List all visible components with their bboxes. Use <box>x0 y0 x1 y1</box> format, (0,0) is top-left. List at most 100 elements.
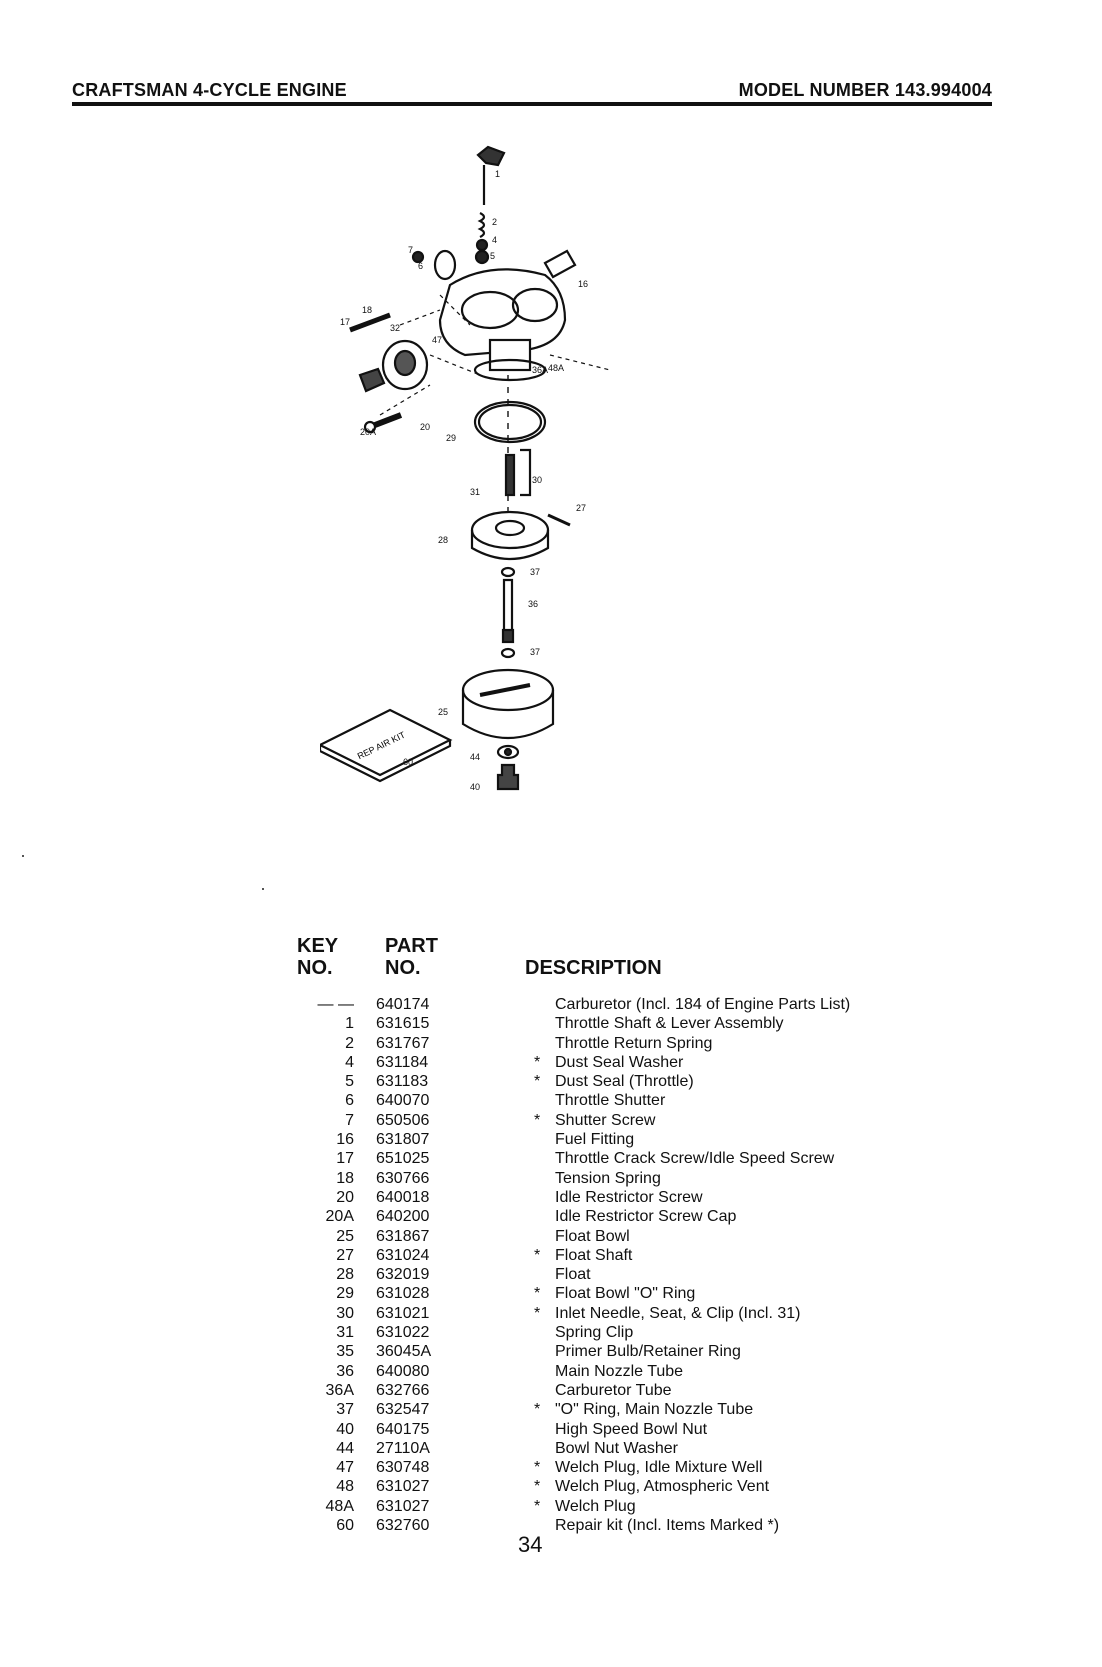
part-description: Carburetor (Incl. 184 of Engine Parts Li… <box>555 996 851 1013</box>
key-number: 16 <box>336 1131 354 1149</box>
callout-label: 7 <box>408 245 413 255</box>
part-description: Inlet Needle, Seat, & Clip (Incl. 31) <box>555 1304 801 1322</box>
header-rule <box>72 102 992 106</box>
part-number: 651025 <box>376 1150 430 1168</box>
part-description: Primer Bulb/Retainer Ring <box>555 1343 741 1361</box>
part-number: 640070 <box>376 1092 430 1110</box>
parts-row: 31 631022 Spring Clip <box>290 1323 1010 1342</box>
key-number: — — <box>317 996 354 1013</box>
key-number: 6 <box>345 1092 354 1110</box>
callout-label: 18 <box>362 305 372 315</box>
key-number: 2 <box>345 1034 354 1052</box>
part-description: "O" Ring, Main Nozzle Tube <box>555 1401 754 1419</box>
repair-kit-marker: * <box>534 1246 541 1264</box>
part-description: Float Shaft <box>555 1246 633 1264</box>
part-description: Welch Plug, Idle Mixture Well <box>555 1459 763 1477</box>
part-number: 630748 <box>376 1459 430 1477</box>
col-header-description: DESCRIPTION <box>525 957 662 979</box>
key-number: 20 <box>336 1188 354 1206</box>
part-description: Float Bowl <box>555 1227 630 1245</box>
key-number: 36 <box>336 1362 354 1380</box>
key-number: 20A <box>325 1208 354 1226</box>
callout-label: 36 <box>528 599 538 609</box>
key-number: 31 <box>336 1324 354 1342</box>
key-number: 17 <box>336 1150 354 1168</box>
callout-label: 29 <box>446 433 456 443</box>
part-number: 631024 <box>376 1246 430 1264</box>
callout-label: 47 <box>432 335 442 345</box>
parts-row: 6 640070 Throttle Shutter <box>290 1091 1010 1110</box>
key-number: 7 <box>345 1111 354 1129</box>
part-description: Welch Plug <box>555 1497 636 1515</box>
callout-label: 5 <box>490 251 495 261</box>
part-number: 631021 <box>376 1304 430 1322</box>
part-description: Idle Restrictor Screw Cap <box>555 1208 737 1226</box>
part-number: 632760 <box>376 1517 430 1535</box>
part-number: 650506 <box>376 1111 430 1129</box>
part-number: 631767 <box>376 1034 430 1052</box>
key-number: 47 <box>336 1459 354 1477</box>
key-number: 30 <box>336 1304 354 1322</box>
scan-speck <box>262 888 264 890</box>
key-number: 40 <box>336 1420 354 1438</box>
key-number: 18 <box>336 1169 354 1187</box>
key-number: 44 <box>336 1439 354 1457</box>
part-description: Throttle Shutter <box>555 1092 666 1110</box>
callout-label: 1 <box>495 169 500 179</box>
part-number: 631615 <box>376 1015 430 1033</box>
callout-label: 27 <box>576 503 586 513</box>
callout-label: 32 <box>390 323 400 333</box>
page-header: CRAFTSMAN 4-CYCLE ENGINE MODEL NUMBER 14… <box>72 80 992 102</box>
part-number: 632019 <box>376 1266 430 1284</box>
part-description: Fuel Fitting <box>555 1131 635 1149</box>
callout-label: 48A <box>548 363 564 373</box>
callout-label: 2 <box>492 217 497 227</box>
part-description: Spring Clip <box>555 1324 634 1342</box>
key-number: 60 <box>336 1517 354 1535</box>
scan-speck <box>22 855 24 857</box>
part-number: 640200 <box>376 1208 430 1226</box>
repair-kit-marker: * <box>534 1478 541 1496</box>
part-description: Tension Spring <box>555 1169 661 1187</box>
callout-label: 37 <box>530 567 540 577</box>
part-number: 631183 <box>376 1073 429 1091</box>
part-number: 631022 <box>376 1324 430 1342</box>
part-description: Main Nozzle Tube <box>555 1362 684 1380</box>
callout-label: 20A <box>360 427 376 437</box>
key-number: 36A <box>325 1381 354 1399</box>
repair-kit-marker: * <box>534 1073 541 1091</box>
part-number: 632547 <box>376 1401 430 1419</box>
callout-label: 4 <box>492 235 497 245</box>
key-number: 5 <box>345 1073 354 1091</box>
callout-label: 6 <box>418 261 423 271</box>
callout-label: 30 <box>532 475 542 485</box>
callout-label: 37 <box>530 647 540 657</box>
part-description: Dust Seal Washer <box>555 1053 684 1071</box>
callout-label: 28 <box>438 535 448 545</box>
part-description: Welch Plug, Atmospheric Vent <box>555 1478 770 1496</box>
part-description: Idle Restrictor Screw <box>555 1188 703 1206</box>
key-number: 48A <box>325 1497 354 1515</box>
col-header-part: PART NO. <box>385 935 438 979</box>
part-number: 640175 <box>376 1420 430 1438</box>
callout-label: 16 <box>578 279 588 289</box>
key-number: 28 <box>336 1266 354 1284</box>
callout-label: 17 <box>340 317 350 327</box>
repair-kit-marker: * <box>534 1401 541 1419</box>
key-number: 1 <box>345 1015 354 1033</box>
part-description: Bowl Nut Washer <box>555 1439 678 1457</box>
